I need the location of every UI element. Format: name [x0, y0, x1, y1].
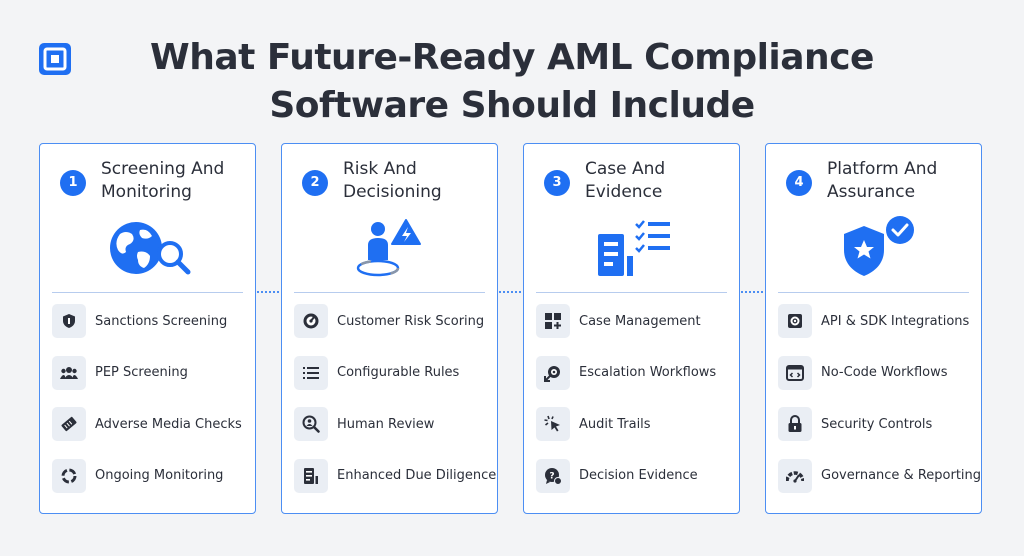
- magnifier-person-icon: [294, 407, 328, 441]
- card-number: 2: [302, 170, 328, 196]
- gauge-icon: [294, 304, 328, 338]
- card-title-line-2: Evidence: [585, 182, 663, 202]
- list-item: Case Management: [536, 304, 733, 338]
- item-label: Audit Trails: [579, 416, 651, 432]
- chat-check-icon: ?: [536, 458, 570, 493]
- item-label: PEP Screening: [95, 365, 188, 380]
- card-number: 1: [60, 170, 86, 196]
- cursor-click-icon: [536, 407, 570, 441]
- card-divider: [52, 292, 243, 293]
- list-item: ? Decision Evidence: [536, 458, 733, 493]
- item-label: Ongoing Monitoring: [95, 468, 224, 483]
- speedometer-icon: [778, 458, 812, 493]
- list-item: Enhanced Due Diligence: [294, 458, 496, 493]
- list-item: Governance & Reporting: [778, 458, 981, 493]
- connector: [741, 291, 767, 293]
- item-label: Adverse Media Checks: [95, 416, 242, 432]
- page-title: What Future-Ready AML Compliance Softwar…: [0, 34, 1024, 130]
- code-window-icon: [778, 355, 812, 390]
- feature-list: Case Management Escalation Workflows Aud…: [536, 304, 733, 510]
- item-label: Escalation Workflows: [579, 365, 717, 380]
- page-title-line-1: What Future-Ready AML Compliance: [150, 37, 874, 78]
- card-title-line-1: Case And: [585, 159, 666, 179]
- card-title: Case And Evidence: [585, 158, 735, 204]
- list-item: Configurable Rules: [294, 355, 491, 390]
- escalation-icon: [536, 355, 570, 390]
- person-warning-icon: [282, 216, 497, 280]
- card-number: 4: [786, 170, 812, 196]
- list-item: Ongoing Monitoring: [52, 458, 249, 493]
- item-label: Security Controls: [821, 416, 933, 432]
- item-label: API & SDK Integrations: [821, 313, 970, 329]
- gear-icon: [778, 304, 812, 338]
- checklist-icon: [294, 355, 328, 390]
- card-divider: [536, 292, 727, 293]
- newspaper-icon: [52, 407, 86, 441]
- list-item: Escalation Workflows: [536, 355, 733, 390]
- item-label: Decision Evidence: [579, 468, 698, 483]
- item-label: Sanctions Screening: [95, 313, 228, 329]
- card-title-line-1: Risk And: [343, 159, 417, 179]
- shield-check-icon: [766, 216, 981, 280]
- card-title: Screening And Monitoring: [101, 158, 251, 204]
- page-title-line-2: Software Should Include: [269, 85, 755, 126]
- item-label: Human Review: [337, 416, 435, 432]
- item-label: Enhanced Due Diligence: [337, 468, 497, 483]
- list-item: Sanctions Screening: [52, 304, 249, 338]
- item-label: Case Management: [579, 313, 701, 329]
- card-title-line-1: Platform And: [827, 159, 938, 179]
- item-label: Customer Risk Scoring: [337, 313, 485, 329]
- connector: [499, 291, 525, 293]
- lock-icon: [778, 407, 812, 441]
- card-title-line-2: Monitoring: [101, 182, 192, 202]
- item-label: Governance & Reporting: [821, 468, 982, 483]
- list-item: Adverse Media Checks: [52, 407, 249, 441]
- feature-list: API & SDK Integrations No-Code Workflows…: [778, 304, 981, 510]
- feature-list: Customer Risk Scoring Configurable Rules…: [294, 304, 496, 510]
- item-label: No-Code Workflows: [821, 365, 948, 380]
- connector: [257, 291, 283, 293]
- card-screening-monitoring: 1 Screening And Monitoring Sanctions Scr…: [39, 143, 256, 514]
- svg-text:?: ?: [549, 471, 554, 481]
- card-risk-decisioning: 2 Risk And Decisioning Customer Risk Sco…: [281, 143, 498, 514]
- card-divider: [294, 292, 485, 293]
- grid-plus-icon: [536, 304, 570, 338]
- list-item: API & SDK Integrations: [778, 304, 975, 338]
- list-item: Customer Risk Scoring: [294, 304, 491, 338]
- card-title-line-2: Assurance: [827, 182, 916, 202]
- list-item: PEP Screening: [52, 355, 249, 390]
- shield-icon: [52, 304, 86, 338]
- item-label: Configurable Rules: [337, 365, 460, 380]
- card-platform-assurance: 4 Platform And Assurance API & SDK Integ…: [765, 143, 982, 514]
- feature-list: Sanctions Screening PEP Screening Advers…: [52, 304, 249, 510]
- document-icon: [294, 458, 328, 493]
- card-case-evidence: 3 Case And Evidence Case Management: [523, 143, 740, 514]
- card-title-line-1: Screening And: [101, 159, 225, 179]
- card-number: 3: [544, 170, 570, 196]
- people-icon: [52, 355, 86, 390]
- card-divider: [778, 292, 969, 293]
- cycle-icon: [52, 458, 86, 493]
- list-item: Security Controls: [778, 407, 975, 441]
- card-title: Platform And Assurance: [827, 158, 977, 204]
- document-checklist-icon: [524, 216, 739, 280]
- list-item: No-Code Workflows: [778, 355, 975, 390]
- card-title-line-2: Decisioning: [343, 182, 442, 202]
- brand-logo: [39, 43, 71, 75]
- list-item: Audit Trails: [536, 407, 733, 441]
- globe-search-icon: [40, 216, 255, 280]
- card-title: Risk And Decisioning: [343, 158, 493, 204]
- list-item: Human Review: [294, 407, 491, 441]
